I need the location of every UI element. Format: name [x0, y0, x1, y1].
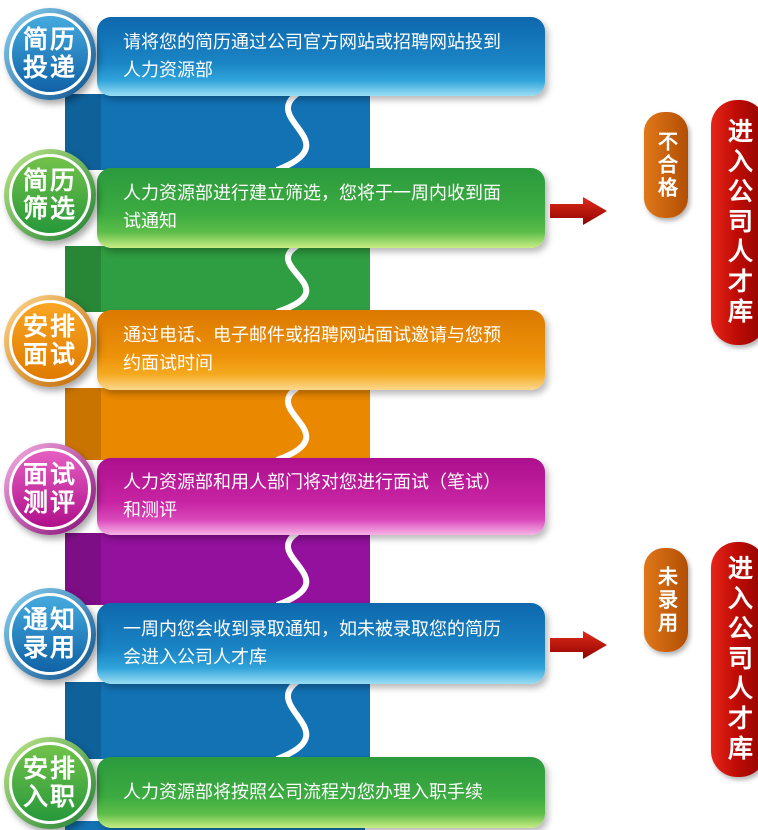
- step4-badge-label: 面试 测评: [9, 448, 91, 530]
- step5-badge: 通知 录用: [4, 588, 96, 680]
- badge-line: 录用: [22, 634, 77, 662]
- branch2-result-ribbon: 进入公司人才库: [711, 542, 758, 777]
- step6-description: 人力资源部将按照公司流程为您办理入职手续: [123, 781, 483, 802]
- connector-step3-step4: [65, 388, 370, 460]
- branch1-arrow-icon: [550, 197, 607, 225]
- step3-banner: 通过电话、电子邮件或招聘网站面试邀请与您预约面试时间: [97, 310, 545, 390]
- step3-description: 通过电话、电子邮件或招聘网站面试邀请与您预约面试时间: [123, 325, 501, 373]
- step3-badge-label: 安排 面试: [9, 300, 91, 382]
- step1-description: 请将您的简历通过公司官方网站或招聘网站投到人力资源部: [123, 31, 501, 80]
- badge-line: 投递: [22, 54, 77, 82]
- badge-line: 测评: [22, 489, 77, 517]
- badge-line: 通知: [22, 606, 77, 634]
- badge-line: 简历: [22, 26, 77, 54]
- badge-line: 面试: [22, 461, 77, 489]
- badge-line: 筛选: [22, 195, 77, 223]
- badge-line: 入职: [22, 783, 77, 811]
- step6-badge: 安排 入职: [4, 737, 96, 829]
- badge-line: 安排: [22, 755, 77, 783]
- badge-line: 简历: [22, 167, 77, 195]
- connector-step4-step5: [65, 533, 370, 605]
- step5-description: 一周内您会收到录取通知，如未被录取您的简历会进入公司人才库: [123, 618, 501, 667]
- badge-line: 面试: [22, 341, 77, 369]
- branch2-arrow-icon: [550, 631, 607, 659]
- branch1-condition-label: 不合格: [654, 130, 677, 200]
- branch2-result-label: 进入公司人才库: [724, 554, 753, 765]
- step5-badge-label: 通知 录用: [9, 593, 91, 675]
- branch2-condition-ribbon: 未录用: [644, 548, 688, 652]
- step4-banner: 人力资源部和用人部门将对您进行面试（笔试）和测评: [97, 458, 545, 535]
- step1-badge-label: 简历 投递: [9, 13, 91, 95]
- branch1-result-label: 进入公司人才库: [724, 117, 753, 328]
- connector-step2-step3: [65, 246, 370, 312]
- step2-banner: 人力资源部进行建立筛选，您将于一周内收到面试通知: [97, 168, 545, 248]
- step3-badge: 安排 面试: [4, 295, 96, 387]
- step6-banner: 人力资源部将按照公司流程为您办理入职手续: [97, 757, 545, 828]
- step2-description: 人力资源部进行建立筛选，您将于一周内收到面试通知: [123, 183, 501, 231]
- step4-description: 人力资源部和用人部门将对您进行面试（笔试）和测评: [123, 471, 501, 520]
- step6-badge-label: 安排 入职: [9, 742, 91, 824]
- badge-line: 安排: [22, 313, 77, 341]
- branch1-condition-ribbon: 不合格: [644, 112, 688, 218]
- connector-step5-step6: [65, 682, 370, 759]
- step1-banner: 请将您的简历通过公司官方网站或招聘网站投到人力资源部: [97, 17, 545, 96]
- step5-banner: 一周内您会收到录取通知，如未被录取您的简历会进入公司人才库: [97, 603, 545, 684]
- connector-step1-step2: [65, 94, 370, 170]
- step2-badge-label: 简历 筛选: [9, 154, 91, 236]
- branch2-condition-label: 未录用: [654, 565, 677, 635]
- step4-badge: 面试 测评: [4, 443, 96, 535]
- step1-badge: 简历 投递: [4, 8, 96, 100]
- step2-badge: 简历 筛选: [4, 149, 96, 241]
- branch1-result-ribbon: 进入公司人才库: [711, 100, 758, 345]
